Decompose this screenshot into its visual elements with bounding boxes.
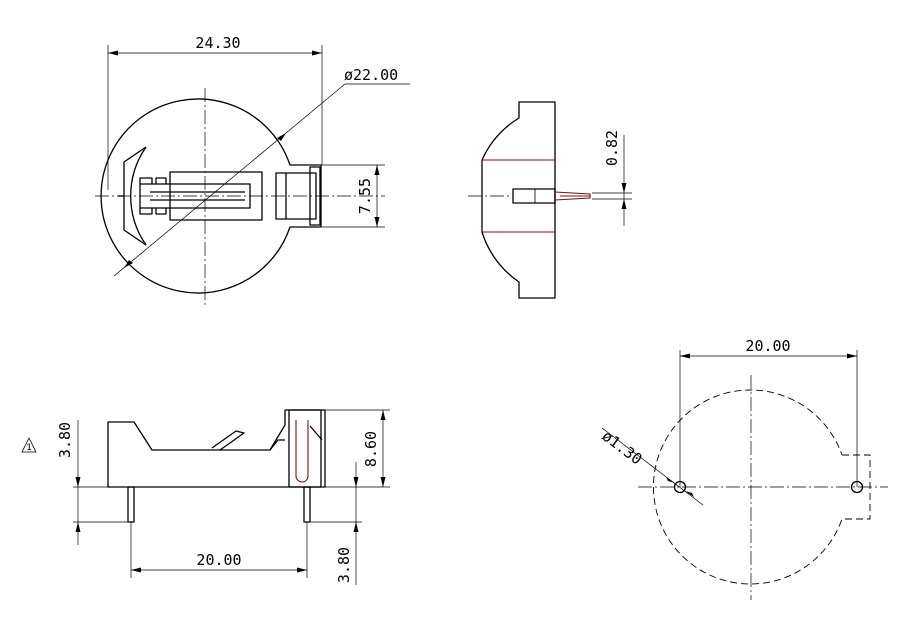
dim-front-pin: 3.80 [335,547,353,583]
note-flag: 1 [26,443,31,453]
dim-front-low: 3.80 [56,422,74,458]
dim-front-pitch: 20.00 [196,551,241,569]
dim-pcb-hole: ø1.30 [599,427,646,469]
dim-side-pin: 0.82 [603,130,621,166]
top-view: 24.30 ø22.00 7.55 [95,34,410,308]
dim-front-height: 8.60 [362,431,380,467]
pcb-footprint-view: 20.00 ø1.30 [599,337,888,600]
dim-top-diameter: ø22.00 [344,66,398,84]
side-view: 0.82 [468,101,632,299]
dim-pcb-pitch: 20.00 [745,337,790,355]
front-view: 3.80 1 8.60 3.80 20.00 [21,409,390,585]
dim-top-height: 7.55 [356,178,374,214]
dim-top-width: 24.30 [195,34,240,52]
